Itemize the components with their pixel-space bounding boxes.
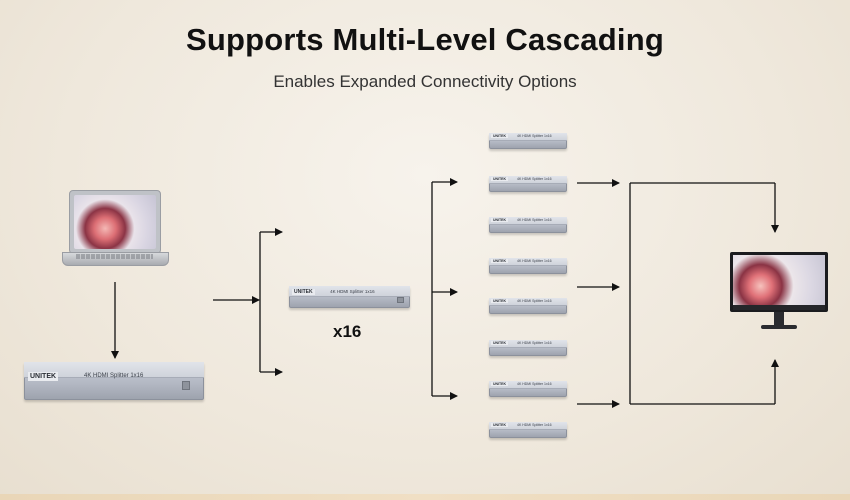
output-splitter: UNITEK 4K HDMI Splitter 1x16 xyxy=(489,133,567,149)
splitter-model: 4K HDMI Splitter 1x16 xyxy=(517,177,552,181)
splitter-model: 4K HDMI Splitter 1x16 xyxy=(517,218,552,222)
main-splitter: UNITEK 4K HDMI Splitter 1x16 xyxy=(24,362,204,400)
output-splitter: UNITEK 4K HDMI Splitter 1x16 xyxy=(489,298,567,314)
monitor-base xyxy=(761,325,797,329)
splitter-model: 4K HDMI Splitter 1x16 xyxy=(517,382,552,386)
splitter-brand: UNITEK xyxy=(491,299,509,303)
splitter-model: 4K HDMI Splitter 1x16 xyxy=(330,289,375,294)
splitter-model: 4K HDMI Splitter 1x16 xyxy=(517,423,552,427)
splitter-brand: UNITEK xyxy=(491,259,509,263)
splitter-model: 4K HDMI Splitter 1x16 xyxy=(517,341,552,345)
laptop-lid xyxy=(69,190,161,254)
output-splitter: UNITEK 4K HDMI Splitter 1x16 xyxy=(489,381,567,397)
monitor-stand xyxy=(774,312,784,326)
splitter-brand: UNITEK xyxy=(28,372,59,381)
power-indicator xyxy=(182,381,190,390)
splitter-brand: UNITEK xyxy=(491,177,509,181)
splitter-brand: UNITEK xyxy=(491,423,509,427)
monitor-screen xyxy=(733,255,825,305)
cascade-multiplier: x16 xyxy=(333,322,362,341)
page-title: Supports Multi-Level Cascading xyxy=(186,22,664,57)
output-splitter: UNITEK 4K HDMI Splitter 1x16 xyxy=(489,217,567,233)
splitter-model: 4K HDMI Splitter 1x16 xyxy=(84,373,144,379)
bottom-accent-band xyxy=(0,494,850,500)
monitor-icon xyxy=(730,252,828,332)
power-indicator xyxy=(397,296,404,303)
splitter-brand: UNITEK xyxy=(491,382,509,386)
splitter-brand: UNITEK xyxy=(491,134,509,138)
laptop-keyboard xyxy=(76,254,153,259)
laptop-screen xyxy=(74,195,156,249)
cascade-splitter: UNITEK 4K HDMI Splitter 1x16 xyxy=(289,286,410,308)
output-splitter: UNITEK 4K HDMI Splitter 1x16 xyxy=(489,340,567,356)
output-splitter: UNITEK 4K HDMI Splitter 1x16 xyxy=(489,258,567,274)
laptop-icon xyxy=(62,190,169,268)
output-splitter: UNITEK 4K HDMI Splitter 1x16 xyxy=(489,176,567,192)
monitor-frame xyxy=(730,252,828,312)
splitter-brand: UNITEK xyxy=(491,341,509,345)
page-subtitle: Enables Expanded Connectivity Options xyxy=(273,72,577,91)
splitter-model: 4K HDMI Splitter 1x16 xyxy=(517,299,552,303)
output-splitter: UNITEK 4K HDMI Splitter 1x16 xyxy=(489,422,567,438)
splitter-model: 4K HDMI Splitter 1x16 xyxy=(517,134,552,138)
splitter-model: 4K HDMI Splitter 1x16 xyxy=(517,259,552,263)
splitter-brand: UNITEK xyxy=(292,289,315,295)
splitter-brand: UNITEK xyxy=(491,218,509,222)
